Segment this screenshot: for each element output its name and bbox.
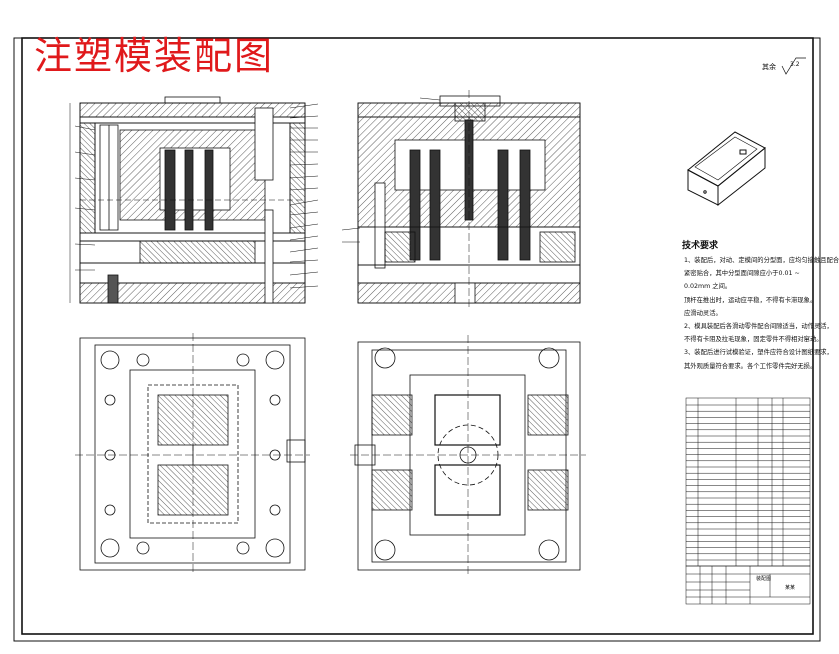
tech-line: 2、模具装配后各滑动零件配合间隙适当，动作灵活， <box>684 323 833 331</box>
tech-line: 不得有卡阻及拉毛现象，固定零件不得相对窜动。 <box>684 336 823 344</box>
tech-line: 其外观质量符合要求。各个工作零件完好无损。 <box>684 362 817 370</box>
tech-line: 3、装配后进行试模验证，塑件应符合设计图纸要求， <box>684 349 833 357</box>
side-section-view <box>357 90 581 310</box>
parts-list-table <box>685 397 811 567</box>
front-leader-lines <box>74 103 319 289</box>
tech-line: 应滑动灵活。 <box>684 309 722 317</box>
title-block-drawing-name: 装配图 <box>756 576 772 582</box>
side-leader-lines <box>341 97 441 243</box>
tech-line: 1、装配后，对动、定模间的分型面，应均匀接触且配合 <box>684 257 839 264</box>
tech-requirements-heading: 技术要求 <box>682 241 719 251</box>
title-block-company: 某某 <box>785 585 796 591</box>
part-isometric-view <box>687 131 766 207</box>
roughness-symbol <box>781 57 806 75</box>
roughness-value: 3.2 <box>790 61 800 68</box>
moving-plate-plan-view <box>350 335 586 576</box>
front-section-view <box>69 96 306 304</box>
title-block <box>685 565 811 605</box>
drawing-title: 注塑模装配图 <box>34 34 275 78</box>
fixed-plate-plan-view <box>75 333 310 575</box>
tech-requirements-text: 1、装配后，对动、定模间的分型面，应均匀接触且配合 紧密贴合，其中分型面间隙应小… <box>684 254 839 373</box>
tech-line: 紧密贴合，其中分型面间隙应小于0.01 ~ <box>684 270 800 278</box>
tech-line: 0.02mm 之间。 <box>684 283 732 291</box>
tech-line: 顶杆在推出时，运动应平稳，不得有卡滞现象。 <box>684 296 817 304</box>
roughness-label: 其余 <box>762 63 776 71</box>
inner-border <box>21 37 814 635</box>
